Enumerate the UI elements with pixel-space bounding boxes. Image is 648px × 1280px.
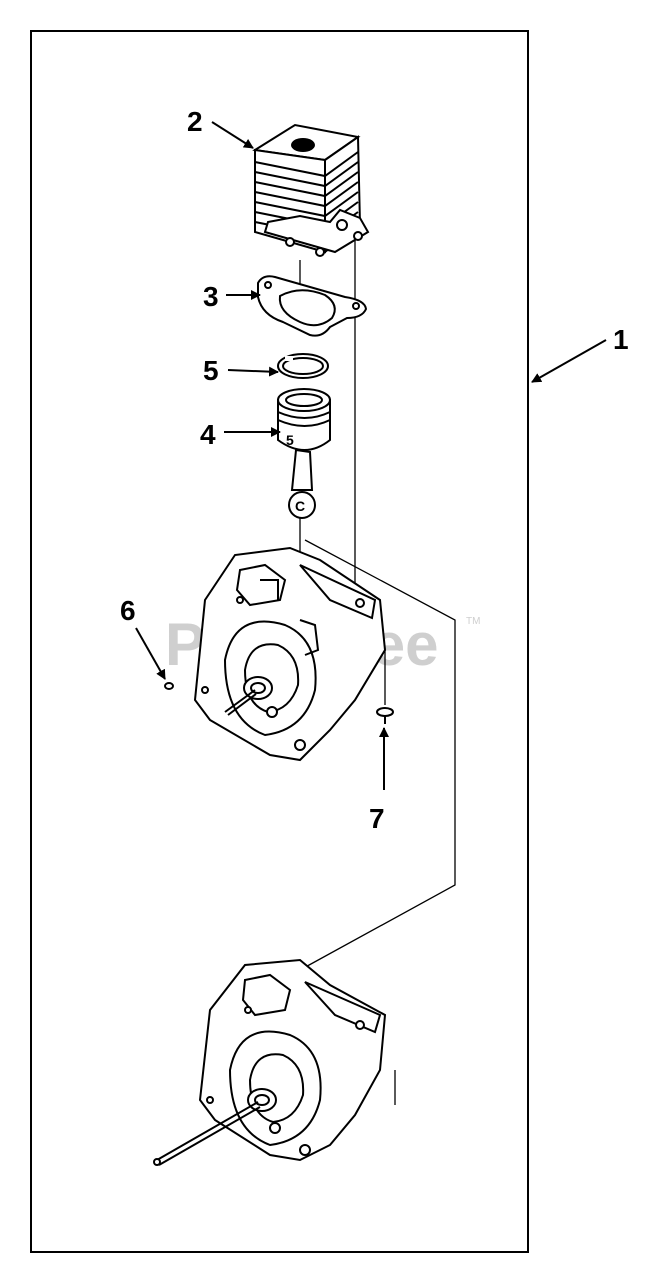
callout-5-arrow xyxy=(227,366,279,377)
diagram-frame xyxy=(30,30,529,1253)
piston-part: 5 C xyxy=(277,388,331,519)
callout-labels: 1 2 3 4 5 6 7 xyxy=(120,106,629,834)
callout-3: 3 xyxy=(203,281,219,312)
piston-ring-part xyxy=(277,353,329,379)
screw-part xyxy=(376,707,394,724)
callout-6-arrow xyxy=(135,627,166,680)
cylinder-part xyxy=(252,123,370,257)
callout-2-arrow xyxy=(211,121,254,149)
callout-1-arrow xyxy=(531,339,607,383)
callout-4: 4 xyxy=(200,419,216,450)
callout-6: 6 xyxy=(120,595,136,626)
crankcase-lower xyxy=(153,958,387,1166)
piston-mark: 5 xyxy=(286,432,294,448)
crankcase-upper xyxy=(193,546,387,762)
callout-5: 5 xyxy=(203,355,219,386)
watermark-trademark: TM xyxy=(466,616,480,627)
callout-2: 2 xyxy=(187,106,203,137)
callout-7: 7 xyxy=(369,803,385,834)
callout-arrows xyxy=(135,121,607,790)
pin-part xyxy=(164,682,174,690)
rod-mark: C xyxy=(295,498,305,514)
gasket-part xyxy=(257,275,368,337)
callout-1: 1 xyxy=(613,324,629,355)
